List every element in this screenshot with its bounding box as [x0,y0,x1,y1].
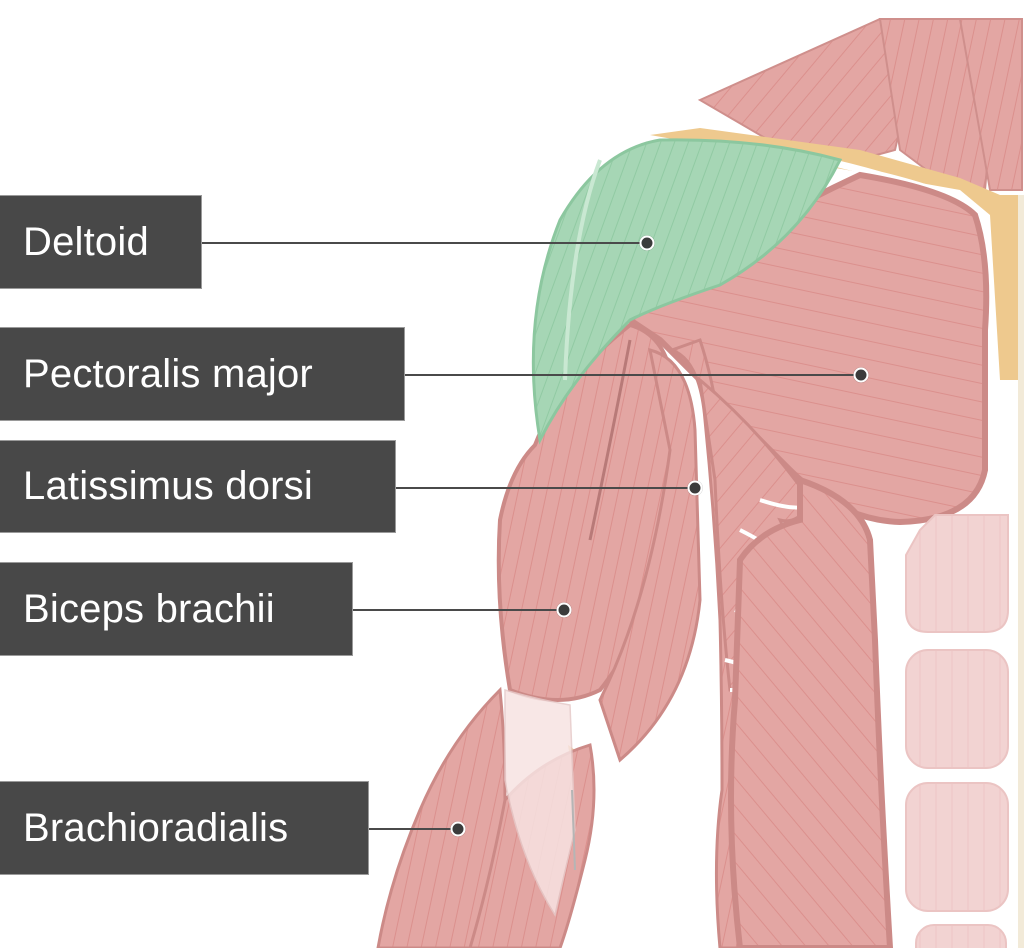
label-box-biceps-brachii: Biceps brachii [0,562,353,656]
leader-line-brachioradialis [369,828,458,830]
leader-line-latissimus-dorsi [396,487,695,489]
pointer-dot-latissimus-dorsi [687,480,703,496]
label-box-pectoralis-major: Pectoralis major [0,327,405,421]
pointer-dot-deltoid [639,235,655,251]
external-oblique-shape [728,475,894,948]
pointer-dot-biceps-brachii [556,602,572,618]
neck-muscles [697,18,1023,192]
pointer-dot-pectoralis-major [853,367,869,383]
pointer-dot-brachioradialis [450,821,466,837]
leader-line-pectoralis-major [405,374,861,376]
label-box-latissimus-dorsi: Latissimus dorsi [0,440,396,533]
rectus-abdominis-segments [905,514,1009,948]
triceps-shape [598,347,702,763]
leader-line-biceps-brachii [353,609,564,611]
bicipital-aponeurosis-shape [504,689,576,917]
leader-line-deltoid [202,242,647,244]
label-box-deltoid: Deltoid [0,195,202,289]
label-box-brachioradialis: Brachioradialis [0,781,369,875]
